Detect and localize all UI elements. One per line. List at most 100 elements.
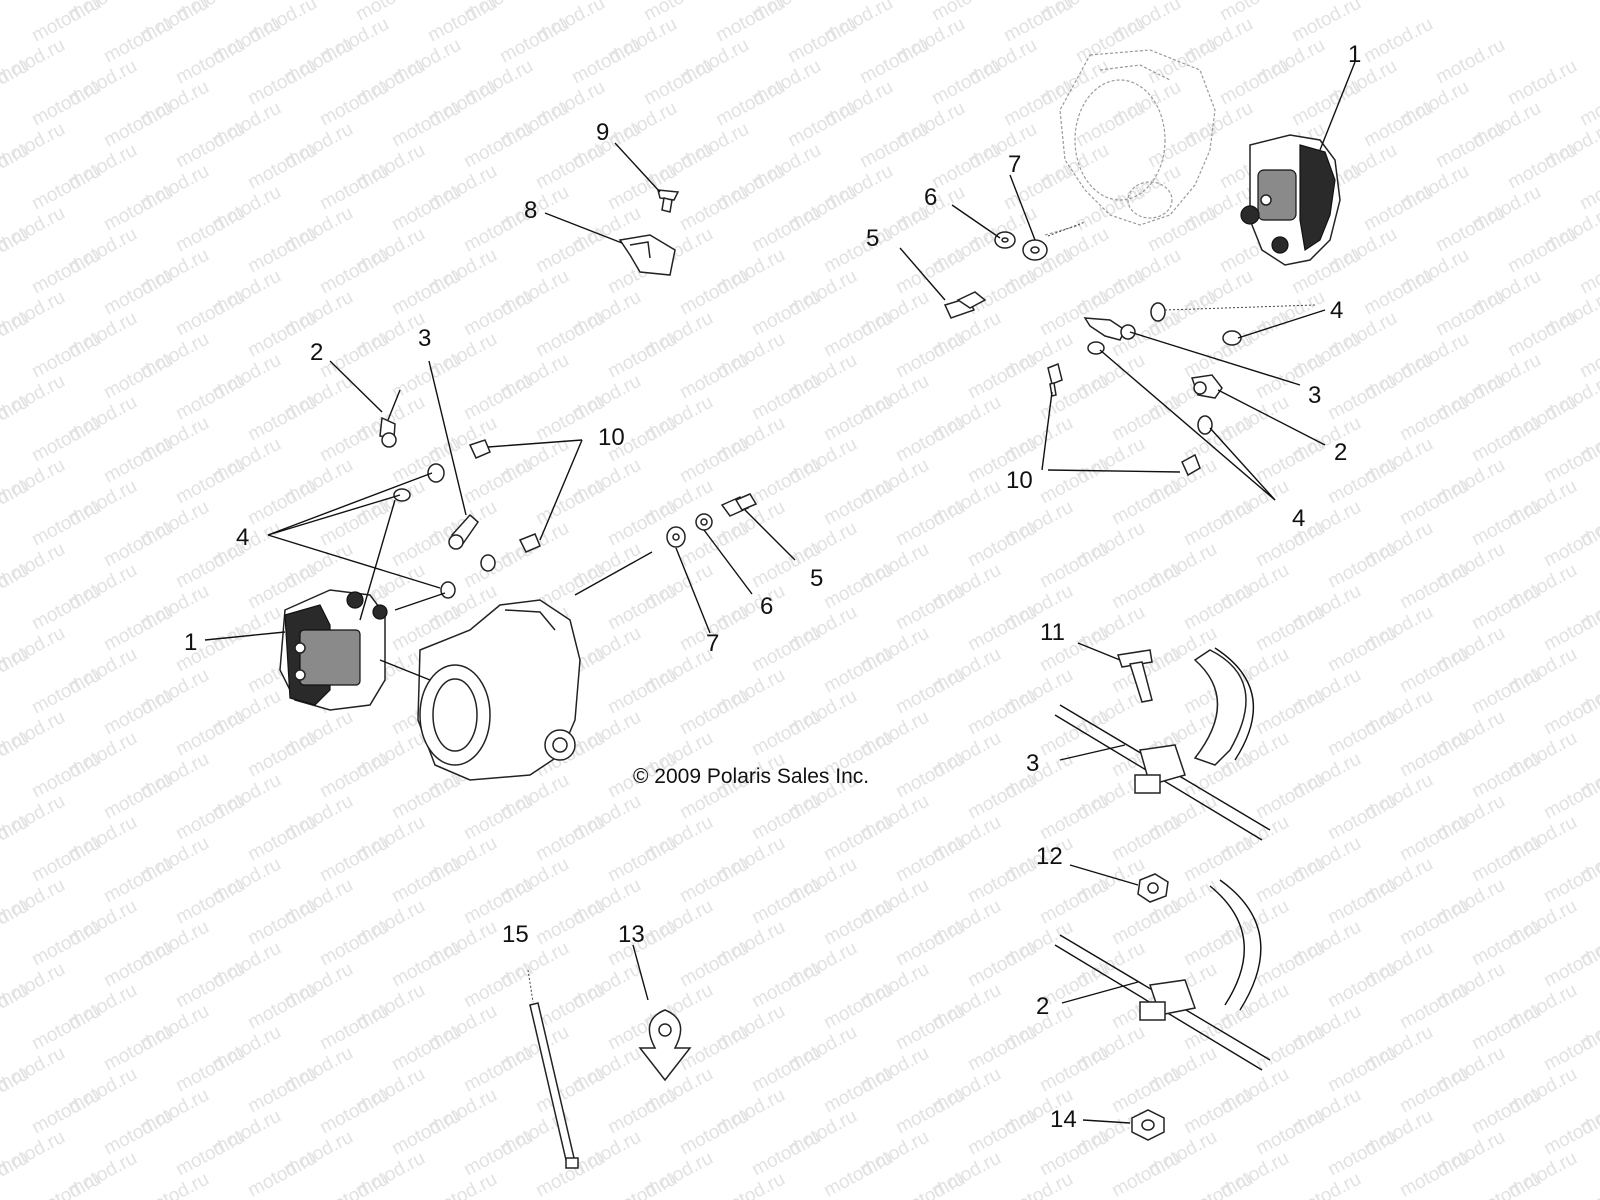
watermark-text: motod.ru	[820, 896, 896, 950]
watermark-text: motod.ru	[1324, 1043, 1400, 1097]
watermark-text: motod.ru	[856, 35, 932, 89]
watermark-text: motod.ru	[604, 329, 680, 383]
watermark-text: motod.ru	[784, 98, 860, 152]
watermark-text: motod.ru	[676, 938, 752, 992]
watermark-text: motod.ru	[100, 266, 176, 320]
watermark-text: motod.ru	[1180, 833, 1256, 887]
watermark-text: motod.ru	[316, 1001, 392, 1055]
watermark-text: motod.ru	[604, 581, 680, 635]
watermark-text: motod.ru	[1180, 1085, 1256, 1139]
watermark-text: motod.ru	[964, 770, 1040, 824]
callout-7-right: 7	[1008, 151, 1021, 178]
watermark-text: motod.ru	[172, 875, 248, 929]
watermark-text: motod.ru	[1504, 224, 1580, 278]
watermark-text: motod.ru	[1180, 917, 1256, 971]
watermark-text: motod.ru	[460, 455, 536, 509]
watermark-text: motod.ru	[316, 917, 392, 971]
watermark-text: motod.ru	[316, 833, 392, 887]
watermark-text: motod.ru	[1144, 119, 1220, 173]
watermark-text: motod.ru	[1252, 1106, 1328, 1160]
watermark-text: motod.ru	[748, 455, 824, 509]
watermark-text: motod.ru	[676, 686, 752, 740]
watermark-text: motod.ru	[1180, 497, 1256, 551]
watermark-text: motod.ru	[676, 1106, 752, 1160]
watermark-text: motod.ru	[100, 854, 176, 908]
watermark-text: motod.ru	[1072, 14, 1148, 68]
callout-1-right: 1	[1348, 41, 1361, 68]
callout-6-right: 6	[924, 184, 937, 211]
watermark-text: motod.ru	[316, 497, 392, 551]
watermark-text: motod.ru	[1396, 392, 1472, 446]
watermark-text: motod.ru	[964, 518, 1040, 572]
watermark-text: motod.ru	[892, 413, 968, 467]
right-brake-line-fitting-2	[1190, 374, 1223, 399]
watermark-text: motod.ru	[460, 1127, 536, 1181]
watermark-text: motod.ru	[172, 35, 248, 89]
watermark-text: motod.ru	[964, 1022, 1040, 1076]
clamp-assembly-upper	[1054, 647, 1271, 841]
watermark-text: motod.ru	[100, 14, 176, 68]
watermark-text: motod.ru	[1432, 119, 1508, 173]
watermark-text: motod.ru	[1072, 98, 1148, 152]
watermark-text: motod.ru	[1108, 476, 1184, 530]
watermark-text: motod.ru	[172, 203, 248, 257]
watermark-text: motod.ru	[1360, 98, 1436, 152]
callout-5-left: 5	[810, 565, 823, 592]
callout-11: 11	[1040, 619, 1065, 646]
watermark-text: motod.ru	[28, 161, 104, 215]
watermark-text: motod.ru	[1216, 56, 1292, 110]
callout-2-right: 2	[1334, 439, 1347, 466]
left-screw-9	[657, 189, 680, 213]
callout-5-right: 5	[866, 225, 879, 252]
watermark-text: motod.ru	[28, 1001, 104, 1055]
watermark-text: motod.ru	[28, 497, 104, 551]
watermark-text: motod.ru	[1468, 665, 1544, 719]
watermark-text: motod.ru	[1036, 791, 1112, 845]
watermark-text: motod.ru	[460, 287, 536, 341]
watermark-text: motod.ru	[172, 287, 248, 341]
watermark-text: motod.ru	[1180, 1169, 1256, 1200]
watermark-text: motod.ru	[928, 0, 1004, 25]
left-brake-line-fitting-3	[448, 513, 479, 550]
watermark-text: motod.ru	[28, 581, 104, 635]
watermark-text: motod.ru	[1252, 602, 1328, 656]
watermark-text: motod.ru	[1324, 707, 1400, 761]
watermark-text: motod.ru	[1216, 0, 1292, 25]
watermark-text: motod.ru	[1432, 35, 1508, 89]
watermark-text: motod.ru	[388, 854, 464, 908]
watermark-text: motod.ru	[316, 329, 392, 383]
bolt-11	[1117, 649, 1153, 703]
watermark-text: motod.ru	[1396, 980, 1472, 1034]
watermark-text: motod.ru	[532, 308, 608, 362]
watermark-text: motod.ru	[892, 833, 968, 887]
right-bolt-5	[943, 291, 987, 319]
watermark-text: motod.ru	[1396, 1064, 1472, 1118]
watermark-text: motod.ru	[244, 476, 320, 530]
watermark-text: motod.ru	[1468, 581, 1544, 635]
watermark-text: motod.ru	[136, 1169, 212, 1200]
cable-tie-15	[527, 969, 579, 1169]
watermark-text: motod.ru	[244, 56, 320, 110]
watermark-text: motod.ru	[28, 77, 104, 131]
watermark-text: motod.ru	[532, 476, 608, 530]
watermark-text: motod.ru	[784, 14, 860, 68]
watermark-text: motod.ru	[460, 371, 536, 425]
watermark-text: motod.ru	[892, 329, 968, 383]
watermark-text: motod.ru	[28, 665, 104, 719]
watermark-text: motod.ru	[1108, 1148, 1184, 1200]
watermark-text: motod.ru	[1108, 1064, 1184, 1118]
watermark-text: motod.ru	[604, 665, 680, 719]
flange-nut-14	[1131, 1109, 1165, 1141]
watermark-text: motod.ru	[100, 518, 176, 572]
watermark-text: motod.ru	[1468, 917, 1544, 971]
callout-12: 12	[1036, 843, 1063, 870]
watermark-text: motod.ru	[604, 1085, 680, 1139]
watermark-text: motod.ru	[748, 1127, 824, 1181]
callout-3-bottom: 3	[1026, 750, 1039, 777]
watermark-text: motod.ru	[892, 665, 968, 719]
callout-3-left: 3	[418, 325, 431, 352]
watermark-text: motod.ru	[568, 35, 644, 89]
watermark-text: motod.ru	[100, 770, 176, 824]
watermark-text: motod.ru	[892, 1085, 968, 1139]
watermark-text: motod.ru	[316, 245, 392, 299]
